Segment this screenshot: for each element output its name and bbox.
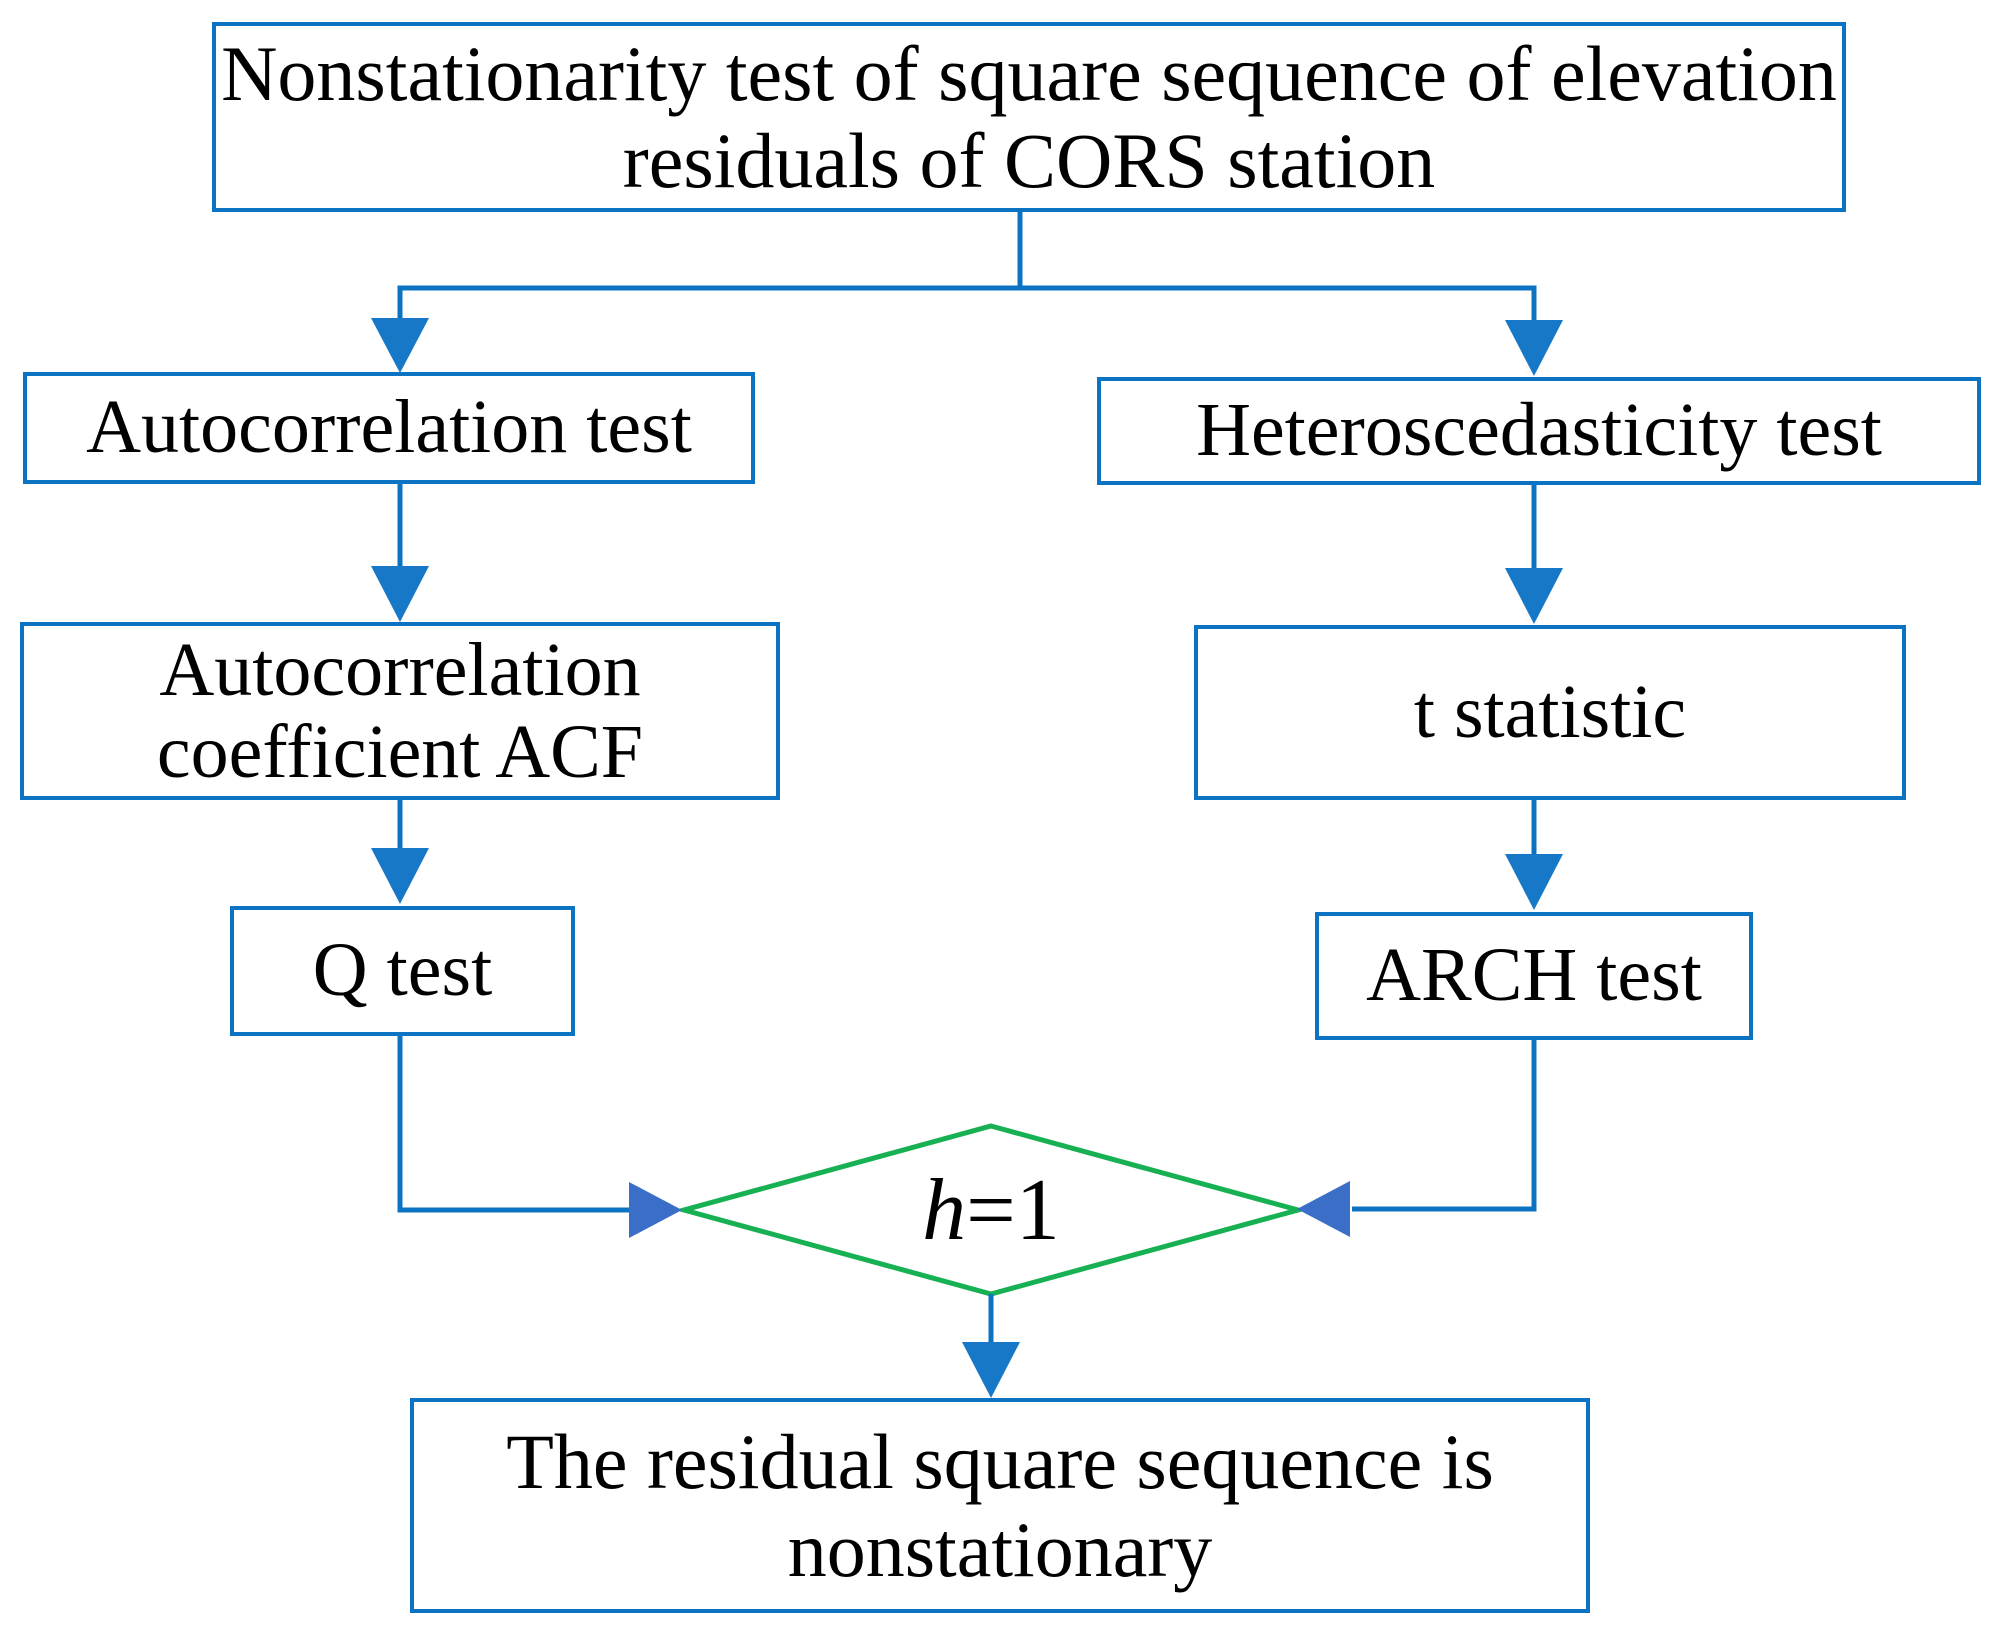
decision-variable: h	[922, 1161, 967, 1259]
autocorrelation-test-label: Autocorrelation test	[86, 385, 692, 470]
arch-test-label: ARCH test	[1366, 933, 1702, 1018]
branch-line	[397, 285, 1537, 324]
arch-test-box: ARCH test	[1315, 912, 1753, 1040]
connector-arch-to-decision	[1352, 1040, 1537, 1212]
heteroscedasticity-test-label: Heteroscedasticity test	[1196, 388, 1882, 473]
q-test-label: Q test	[312, 928, 493, 1013]
arrow-into-arch-icon	[1505, 854, 1563, 910]
t-statistic-label: t statistic	[1413, 669, 1687, 754]
arrow-into-heteroscedasticity-test-icon	[1505, 320, 1563, 376]
arrow-left-into-decision-icon	[629, 1182, 682, 1238]
arrow-into-qtest-icon	[371, 848, 429, 904]
heteroscedasticity-test-box: Heteroscedasticity test	[1097, 377, 1981, 485]
start-box: Nonstationarity test of square sequence …	[212, 22, 1846, 212]
acf-coefficient-box: Autocorrelation coefficient ACF	[20, 622, 780, 800]
arrow-into-autocorrelation-test-icon	[371, 318, 429, 373]
t-statistic-box: t statistic	[1194, 625, 1906, 800]
connector-qtest-to-decision	[397, 1036, 631, 1213]
decision-label: h=1	[791, 1160, 1191, 1260]
end-box-label: The residual square sequence is nonstati…	[506, 1418, 1494, 1593]
acf-coefficient-label: Autocorrelation coefficient ACF	[156, 627, 644, 794]
arrow-into-tstat-icon	[1505, 568, 1563, 624]
q-test-box: Q test	[230, 906, 575, 1036]
end-box: The residual square sequence is nonstati…	[410, 1398, 1590, 1613]
autocorrelation-test-box: Autocorrelation test	[23, 372, 755, 484]
arrow-right-into-decision-icon	[1297, 1181, 1350, 1237]
arrow-into-acf-icon	[371, 566, 429, 622]
start-box-label: Nonstationarity test of square sequence …	[221, 29, 1837, 204]
arrow-into-end-icon	[962, 1342, 1020, 1398]
decision-condition: =1	[966, 1161, 1060, 1259]
